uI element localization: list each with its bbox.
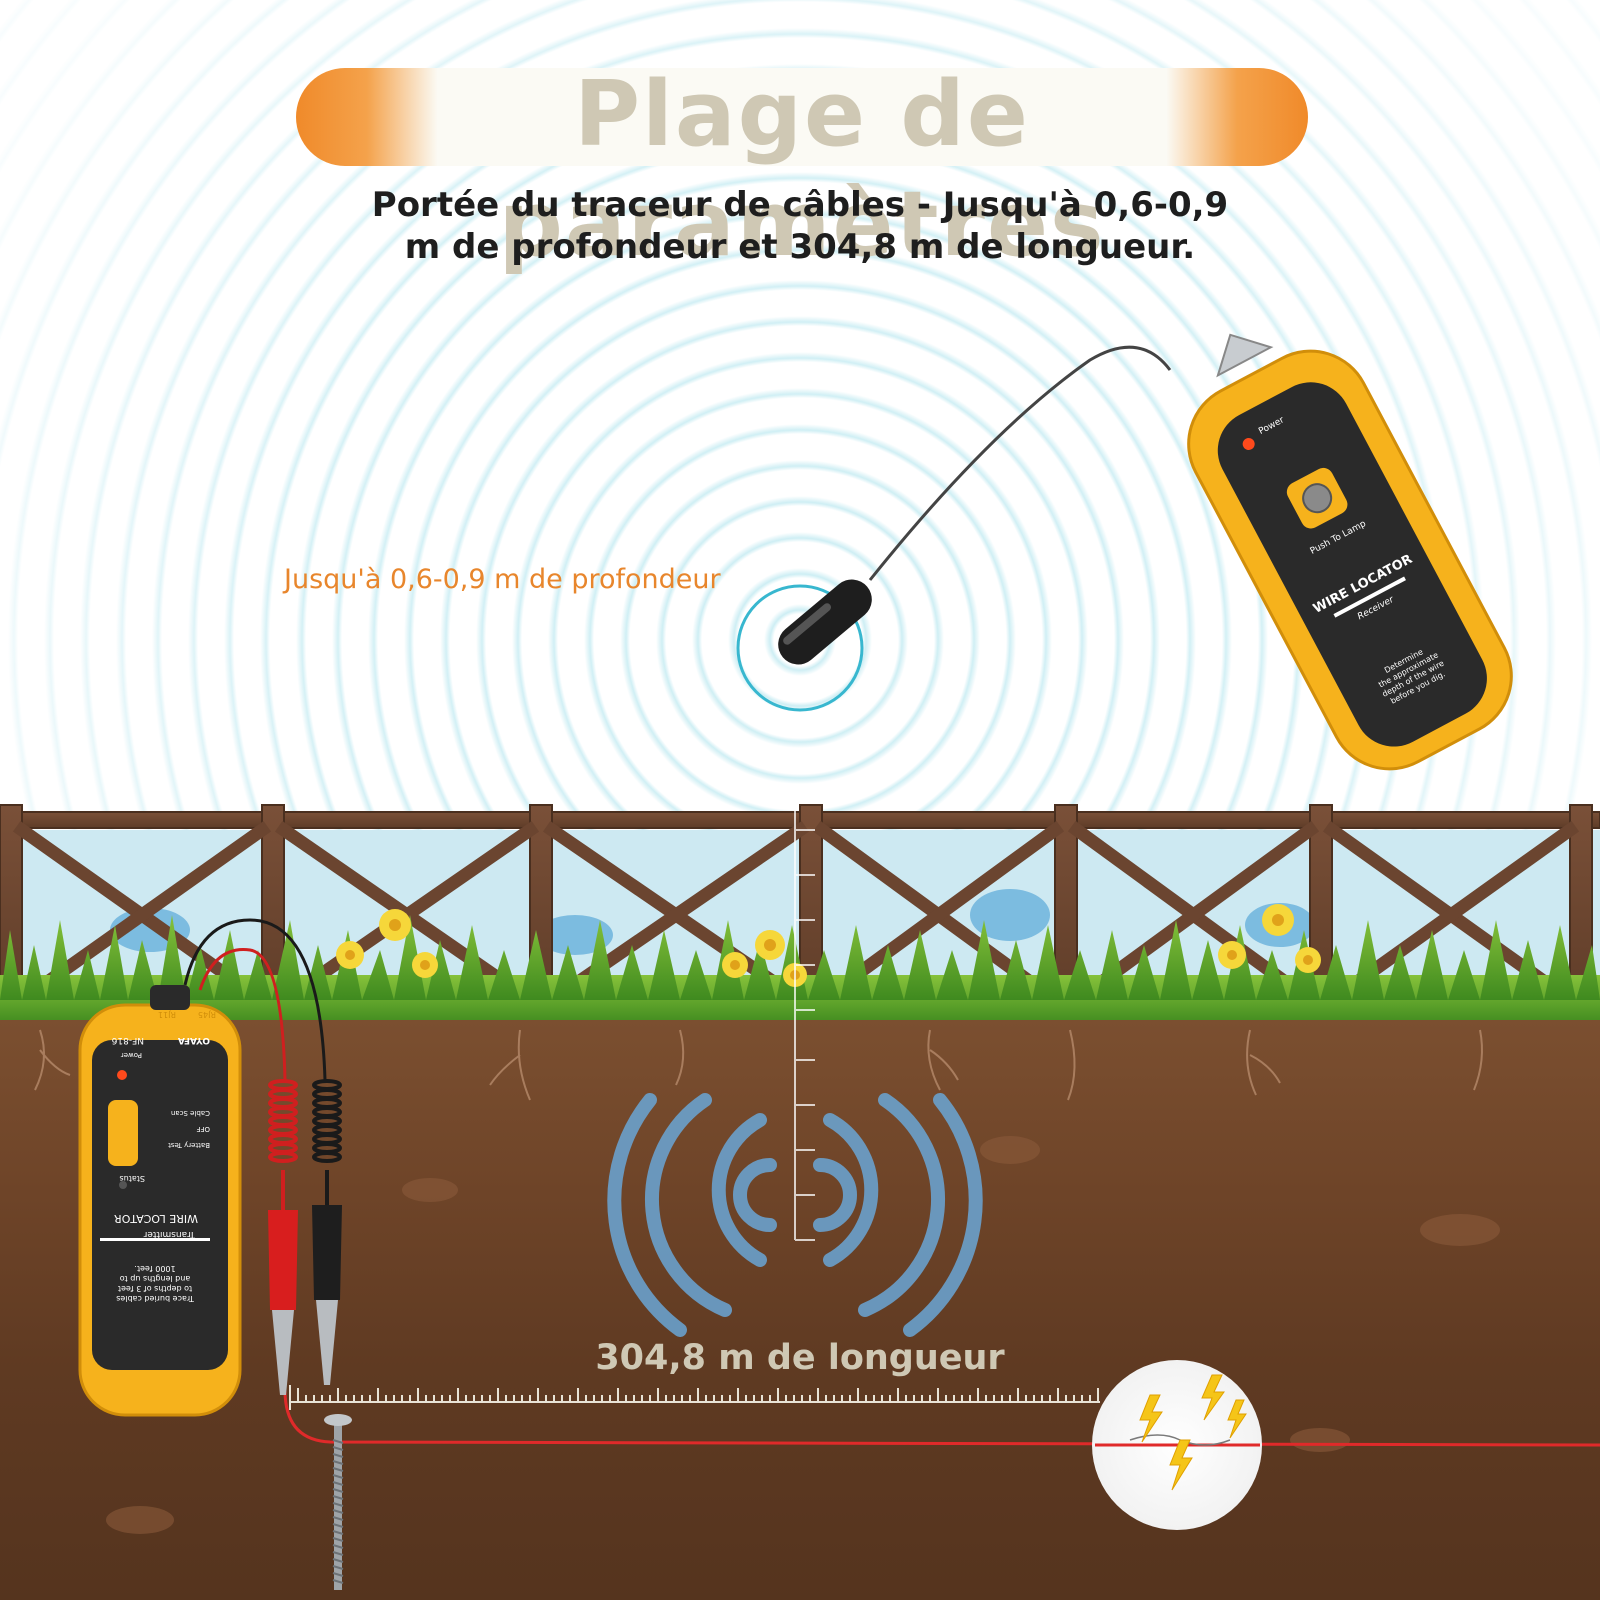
transmitter-status-led [119, 1181, 127, 1189]
depth-ruler [794, 810, 815, 1241]
transmitter-power-label: Power [120, 1051, 142, 1059]
cable-fault-indicator [1092, 1360, 1262, 1530]
transmitter-body [78, 985, 242, 1417]
red-lead [198, 948, 287, 1081]
length-ruler-ticks [297, 1388, 1099, 1402]
transmitter-port-right: RJ11 [157, 1010, 176, 1019]
black-lead [183, 918, 327, 1081]
signal-waves [607, 1093, 983, 1337]
receiver-power-led [1242, 437, 1255, 450]
ground-stake [324, 1414, 352, 1590]
transmitter-product-label: WIRE LOCATOR [114, 1212, 198, 1225]
page-title: Plage de paramètres [498, 62, 1106, 277]
title-banner [296, 68, 1308, 166]
red-coil [268, 1079, 298, 1163]
transmitter-model: NF-816 [111, 1035, 144, 1045]
probe-wire [868, 345, 1172, 581]
subtitle-line-1: Portée du traceur de câbles - Jusqu'à 0,… [371, 185, 1229, 225]
probe-detection-ring [736, 584, 864, 712]
transmitter-brand: OYAFA [177, 1035, 210, 1045]
subtitle-line-2: m de profondeur et 304,8 m de longueur. [404, 227, 1196, 267]
transmitter-description: Trace buried cables to depths of 3 feet … [116, 1264, 194, 1303]
black-coil [312, 1079, 342, 1163]
transmitter-mode-switch [108, 1100, 138, 1166]
transmitter-labels: Trace buried cables to depths of 3 feet … [80, 1005, 240, 1415]
yellow-flowers [336, 904, 1321, 987]
red-alligator-clip [268, 1170, 298, 1395]
page-subtitle: Portée du traceur de câbles - Jusqu'à 0,… [360, 184, 1240, 268]
length-range-label: 304,8 m de longueur [595, 1338, 1005, 1378]
probe-tip [778, 579, 872, 665]
roots [34, 1029, 1483, 1101]
transmitter-status-label: Status [119, 1174, 146, 1183]
transmitter-power-led [117, 1070, 127, 1080]
transmitter-subtitle: Transmitter [143, 1229, 195, 1239]
buried-cable [283, 1389, 1600, 1447]
transmitter-port-left: RJ45 [197, 1010, 216, 1019]
depth-range-label: Jusqu'à 0,6-0,9 m de profondeur [284, 564, 721, 595]
receiver-body [1187, 333, 1513, 771]
background-shrubs [110, 889, 1315, 955]
black-alligator-clip [312, 1170, 342, 1385]
soil [0, 1020, 1600, 1600]
soil-stones [106, 1136, 1500, 1534]
transmitter-switch-options: Battery Test OFF Cable Scan [168, 1109, 210, 1149]
